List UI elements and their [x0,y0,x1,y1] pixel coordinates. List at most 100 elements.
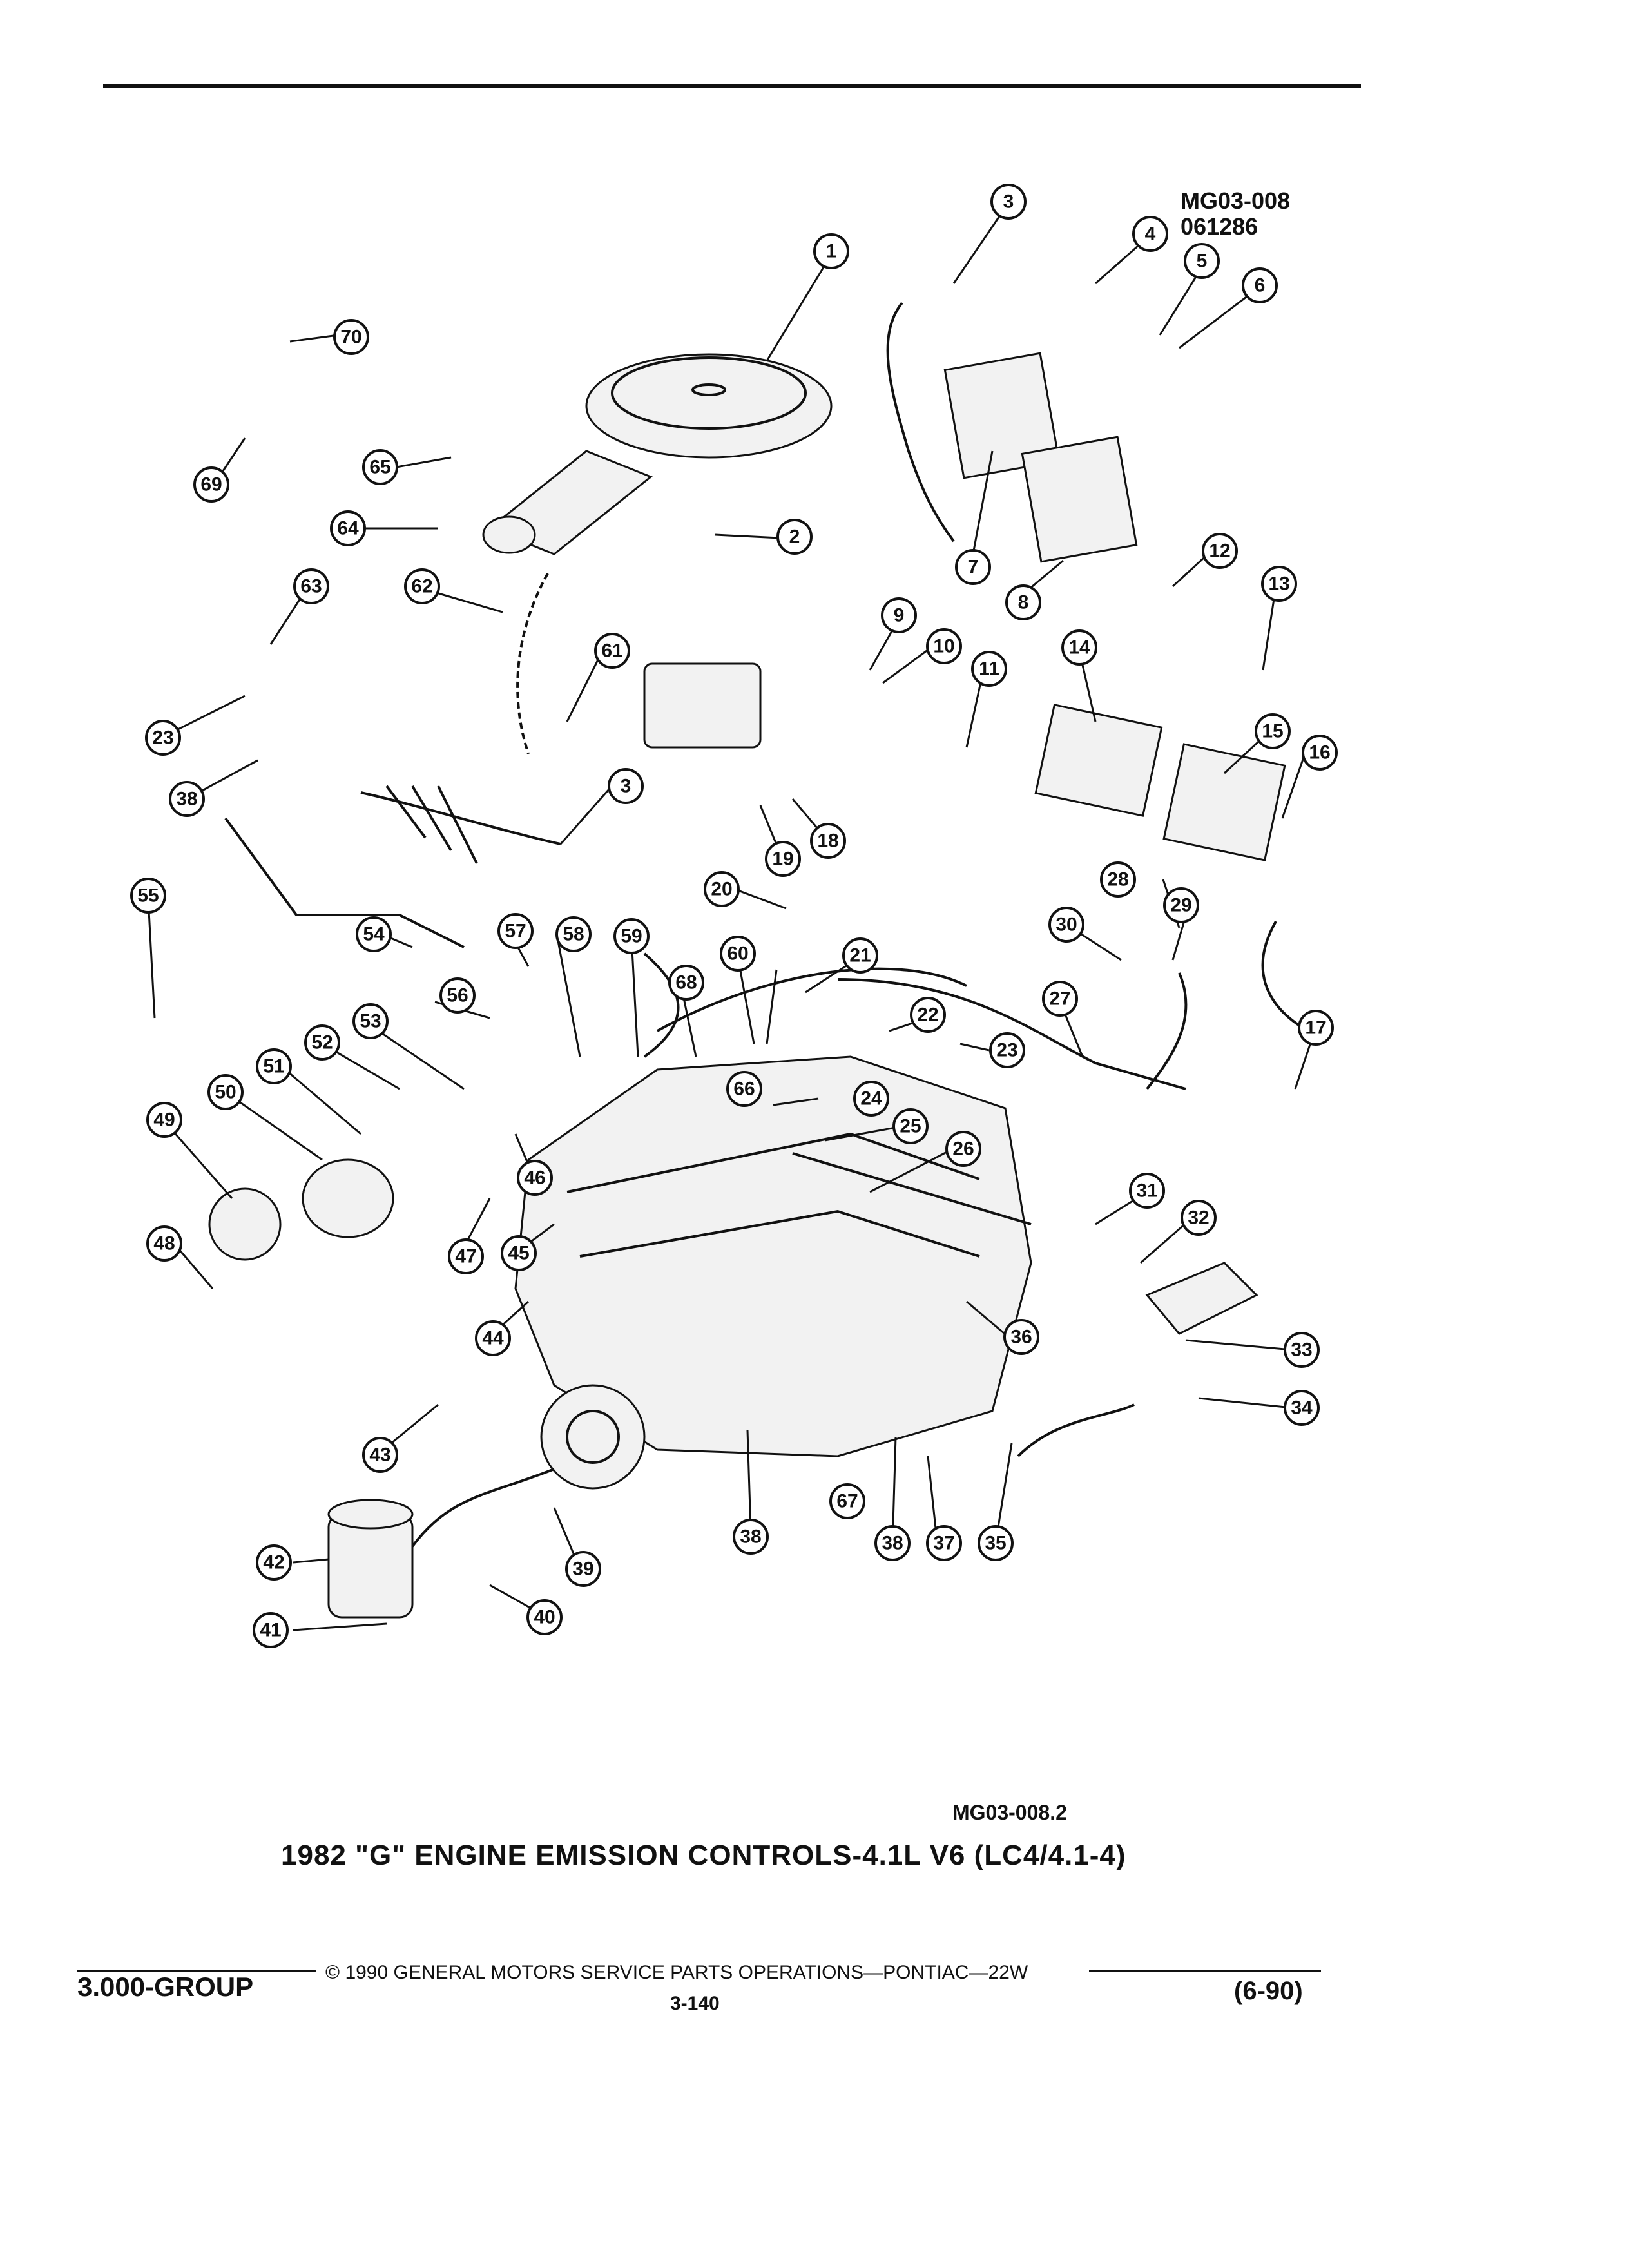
svg-text:26: 26 [952,1139,974,1160]
callout-59: 59 [613,918,650,954]
svg-text:55: 55 [137,885,159,907]
callout-19: 19 [765,841,801,877]
svg-text:65: 65 [369,457,390,478]
callout-28: 28 [1100,861,1136,898]
copyright-line: © 1990 GENERAL MOTORS SERVICE PARTS OPER… [325,1962,1028,1983]
svg-text:14: 14 [1068,637,1090,658]
callout-32: 32 [1181,1200,1217,1236]
callout-25: 25 [892,1108,929,1144]
parts-drawing [208,302,1309,1619]
svg-text:22: 22 [917,1004,938,1026]
svg-text:16: 16 [1309,742,1330,764]
callout-16: 16 [1302,735,1338,771]
callout-36: 36 [1003,1319,1039,1355]
callout-27: 27 [1042,981,1078,1017]
callout-41: 41 [253,1612,289,1648]
callout-52: 52 [304,1024,340,1061]
callout-29: 29 [1163,887,1199,923]
svg-text:12: 12 [1209,541,1230,562]
svg-text:8: 8 [1018,592,1029,613]
svg-text:56: 56 [447,985,468,1006]
callout-20: 20 [704,871,740,907]
callout-23: 23 [989,1032,1025,1068]
callout-22: 22 [910,997,946,1033]
callout-63: 63 [293,568,329,604]
callout-15: 15 [1255,713,1291,749]
callout-56: 56 [439,977,476,1014]
callout-8: 8 [1005,584,1041,620]
callout-5: 5 [1184,243,1220,279]
reference-code: MG03-008 061286 [1181,188,1290,240]
callout-17: 17 [1298,1010,1334,1046]
svg-text:33: 33 [1291,1340,1312,1361]
callout-2: 2 [776,519,813,555]
reference-code-date: 061286 [1181,213,1258,240]
svg-text:1: 1 [826,241,837,262]
svg-text:41: 41 [260,1620,281,1641]
callout-9: 9 [881,597,917,633]
page-number: 3-140 [670,1993,720,2014]
svg-text:66: 66 [733,1079,755,1100]
callout-13: 13 [1261,566,1297,602]
callout-54: 54 [356,916,392,952]
svg-text:13: 13 [1268,573,1289,595]
svg-text:38: 38 [176,789,197,810]
callout-35: 35 [978,1525,1014,1561]
callout-markers: 1 2 3 3 4 5 6 7 8 9 10 11 12 13 14 15 16… [130,184,1338,1648]
svg-text:3: 3 [1003,191,1014,213]
svg-text:36: 36 [1010,1327,1032,1348]
svg-text:44: 44 [482,1328,504,1349]
svg-text:60: 60 [727,943,748,965]
callout-42: 42 [256,1544,292,1581]
callout-34: 34 [1284,1390,1320,1426]
diagram-title: 1982 "G" ENGINE EMISSION CONTROLS-4.1L V… [281,1840,1126,1871]
callout-21: 21 [842,937,878,974]
svg-text:30: 30 [1055,914,1077,936]
callout-62: 62 [404,568,440,604]
svg-text:42: 42 [263,1552,284,1573]
callout-67: 67 [829,1483,865,1519]
svg-text:48: 48 [153,1233,175,1254]
svg-text:31: 31 [1136,1180,1157,1202]
callout-43: 43 [362,1437,398,1473]
revision-date: (6-90) [1234,1977,1303,2005]
svg-text:25: 25 [900,1116,921,1137]
callout-45: 45 [501,1235,537,1271]
callout-3: 3 [990,184,1027,220]
svg-text:37: 37 [933,1533,954,1554]
svg-text:18: 18 [817,831,838,852]
svg-text:32: 32 [1188,1207,1209,1229]
svg-text:39: 39 [572,1559,593,1580]
svg-text:47: 47 [455,1246,476,1267]
callout-60: 60 [720,936,756,972]
callout-61: 61 [594,633,630,669]
svg-text:46: 46 [524,1168,545,1189]
svg-text:58: 58 [563,924,584,945]
svg-text:52: 52 [311,1032,333,1053]
svg-text:7: 7 [968,557,979,578]
callout-58: 58 [555,916,592,952]
svg-text:15: 15 [1262,721,1283,742]
callout-38c: 38 [169,781,205,817]
callout-57: 57 [497,913,534,949]
callout-7: 7 [955,549,991,585]
callout-6: 6 [1242,267,1278,303]
callout-40: 40 [526,1599,563,1635]
group-label: 3.000-GROUP [77,1972,254,2002]
svg-text:5: 5 [1197,251,1208,272]
callout-70: 70 [333,319,369,355]
callout-51: 51 [256,1048,292,1084]
svg-text:64: 64 [337,518,359,539]
svg-text:54: 54 [363,924,385,945]
svg-text:57: 57 [505,921,526,942]
svg-text:63: 63 [300,576,322,597]
callout-33: 33 [1284,1332,1320,1368]
svg-text:11: 11 [979,658,999,680]
svg-text:10: 10 [933,636,954,657]
svg-text:35: 35 [985,1533,1006,1554]
callout-46: 46 [517,1160,553,1196]
callout-68: 68 [668,965,704,1001]
svg-text:2: 2 [789,526,800,548]
callout-47: 47 [448,1238,484,1274]
